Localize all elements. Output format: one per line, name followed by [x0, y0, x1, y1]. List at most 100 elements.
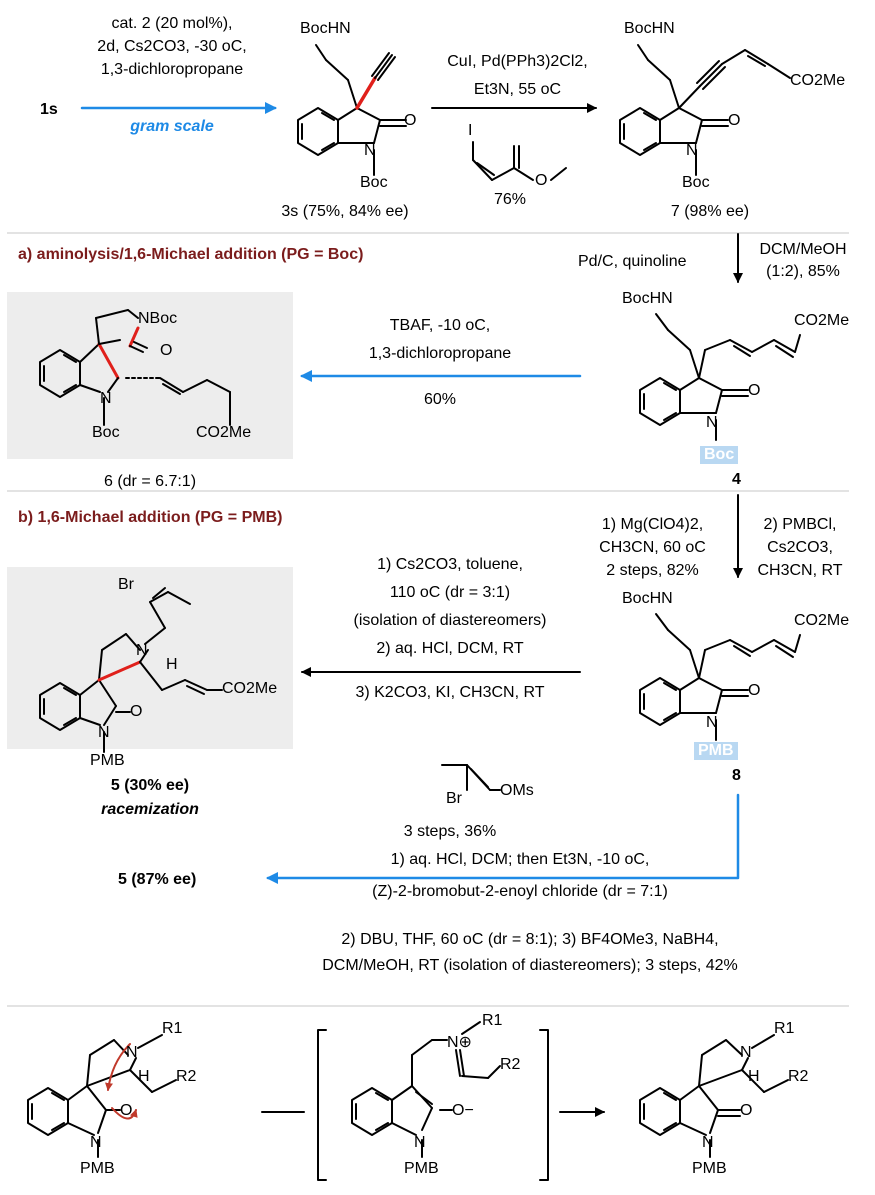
- n-label-mech-left: N: [126, 1044, 138, 1061]
- n-label-3s: N: [364, 142, 376, 159]
- br-label-5: Br: [118, 576, 134, 593]
- route-condition-1: 1) Cs2CO3, toluene,: [377, 556, 523, 573]
- bottom-condition-4: DCM/MeOH, RT (isolation of diastereomers…: [322, 957, 738, 974]
- boc-label-3s: Boc: [360, 174, 388, 191]
- section-a-heading: a) aminolysis/1,6-Michael addition (PG =…: [18, 246, 364, 263]
- hydrogenation-condition-right1: DCM/MeOH: [759, 241, 847, 258]
- separator-2: [7, 490, 849, 492]
- co2me-label-4: CO2Me: [794, 312, 850, 329]
- product-5-box: [7, 567, 293, 749]
- bochn-label-7: BocHN: [624, 20, 675, 37]
- mechanism-right: [639, 1034, 789, 1158]
- molecule-3s: [297, 44, 407, 176]
- route-condition-3: (isolation of diastereomers): [353, 612, 547, 629]
- pmb-label-mech-right: PMB: [692, 1160, 727, 1177]
- o-label-mech-left: O: [120, 1102, 133, 1119]
- condition-1-line3: 1,3-dichloropropane: [100, 61, 244, 78]
- br-label-mesylate: Br: [446, 790, 462, 807]
- r2-label-mech-right: R2: [788, 1068, 809, 1085]
- yield-76: 76%: [493, 191, 527, 208]
- n-label-mech-right-ring: N: [702, 1134, 714, 1151]
- condition-2-line1: CuI, Pd(PPh3)2Cl2,: [447, 53, 588, 70]
- pmb-condition-1: 2) PMBCl,: [763, 516, 837, 533]
- n-label-5: N: [98, 724, 110, 741]
- o-minus-label-mech-mid: O−: [452, 1102, 474, 1119]
- bottom-condition-1: 1) aq. HCl, DCM; then Et3N, -10 oC,: [390, 851, 650, 868]
- o-label-7: O: [728, 112, 741, 129]
- boc-label-6: Boc: [92, 424, 120, 441]
- r1-label-mech-mid: R1: [482, 1012, 503, 1029]
- oms-label: OMs: [500, 782, 534, 799]
- gram-scale-label: gram scale: [130, 118, 214, 135]
- co2me-label-5: CO2Me: [222, 680, 278, 697]
- compound-8-label: 8: [732, 767, 741, 784]
- pmb-label-5: PMB: [90, 752, 125, 769]
- mechanism-left: [27, 1034, 177, 1158]
- pmb-highlight-8: PMB: [694, 742, 738, 760]
- separator-1: [7, 232, 849, 234]
- bochn-label-8: BocHN: [622, 590, 673, 607]
- separator-3: [7, 1005, 849, 1007]
- pmb-condition-3: CH3CN, RT: [757, 562, 843, 579]
- r1-label-mech-left: R1: [162, 1020, 183, 1037]
- allyl-mesylate: [441, 764, 501, 791]
- o-label-mech-right: O: [740, 1102, 753, 1119]
- methyl-iodoacrylate: [472, 141, 567, 181]
- compound-5-87ee-label: 5 (87% ee): [118, 871, 197, 888]
- n-label-5-ring: N: [136, 642, 148, 659]
- molecule-4: [639, 313, 801, 441]
- hydrogenation-condition-left: Pd/C, quinoline: [578, 253, 687, 270]
- mechanism-middle: [351, 1021, 501, 1158]
- co2me-label-7: CO2Me: [790, 72, 846, 89]
- mg-condition-3: 2 steps, 82%: [606, 562, 699, 579]
- pmb-label-mech-left: PMB: [80, 1160, 115, 1177]
- bottom-condition-3: 2) DBU, THF, 60 oC (dr = 8:1); 3) BF4OMe…: [341, 931, 719, 948]
- co2me-label-6: CO2Me: [196, 424, 252, 441]
- h-label-5: H: [166, 656, 178, 673]
- n-label-mech-right: N: [740, 1044, 752, 1061]
- h-label-mech-right: H: [748, 1068, 760, 1085]
- compound-5-label: 5 (30% ee): [110, 777, 190, 794]
- compound-4-label: 4: [732, 471, 741, 488]
- pmb-condition-2: Cs2CO3,: [767, 539, 833, 556]
- bochn-label-3s: BocHN: [300, 20, 351, 37]
- n-label-mech-left-ring: N: [90, 1134, 102, 1151]
- tbaf-yield: 60%: [423, 391, 457, 408]
- n-label-4: N: [706, 414, 718, 431]
- co2me-label-8: CO2Me: [794, 612, 850, 629]
- n-label-7: N: [686, 142, 698, 159]
- ester-o-label: O: [535, 172, 548, 189]
- nboc-label-6: NBoc: [138, 310, 178, 327]
- n-label-6: N: [100, 390, 112, 407]
- compound-3s-label: 3s (75%, 84% ee): [281, 203, 409, 220]
- tbaf-condition-2: 1,3-dichloropropane: [368, 345, 512, 362]
- r1-label-mech-right: R1: [774, 1020, 795, 1037]
- tbaf-condition-1: TBAF, -10 oC,: [389, 317, 491, 334]
- route-condition-5: 3) K2CO3, KI, CH3CN, RT: [355, 684, 545, 701]
- bottom-condition-2: (Z)-2-bromobut-2-enoyl chloride (dr = 7:…: [372, 883, 668, 900]
- condition-1-line1: cat. 2 (20 mol%),: [111, 15, 233, 32]
- hydrogenation-condition-right2: (1:2), 85%: [766, 263, 840, 280]
- racemization-label: racemization: [101, 801, 199, 818]
- boc-highlight-4: Boc: [700, 446, 739, 464]
- o-label-5: O: [130, 703, 143, 720]
- molecule-8: [639, 613, 801, 741]
- o-label-3s: O: [404, 112, 417, 129]
- bochn-label-4: BocHN: [622, 290, 673, 307]
- product-6-box: [7, 292, 293, 459]
- mg-condition-1: 1) Mg(ClO4)2,: [601, 516, 704, 533]
- condition-2-line2: Et3N, 55 oC: [473, 81, 562, 98]
- mg-condition-2: CH3CN, 60 oC: [599, 539, 706, 556]
- start-material-label: 1s: [40, 101, 58, 118]
- r2-label-mech-left: R2: [176, 1068, 197, 1085]
- o-label-4: O: [748, 382, 761, 399]
- pmb-label-mech-mid: PMB: [404, 1160, 439, 1177]
- boc-label-7: Boc: [682, 174, 710, 191]
- compound-6-label: 6 (dr = 6.7:1): [103, 473, 197, 490]
- n-label-mech-mid: N: [414, 1134, 426, 1151]
- molecule-7: [619, 44, 791, 176]
- iodine-label: I: [468, 122, 473, 139]
- route-condition-4: 2) aq. HCl, DCM, RT: [376, 640, 524, 657]
